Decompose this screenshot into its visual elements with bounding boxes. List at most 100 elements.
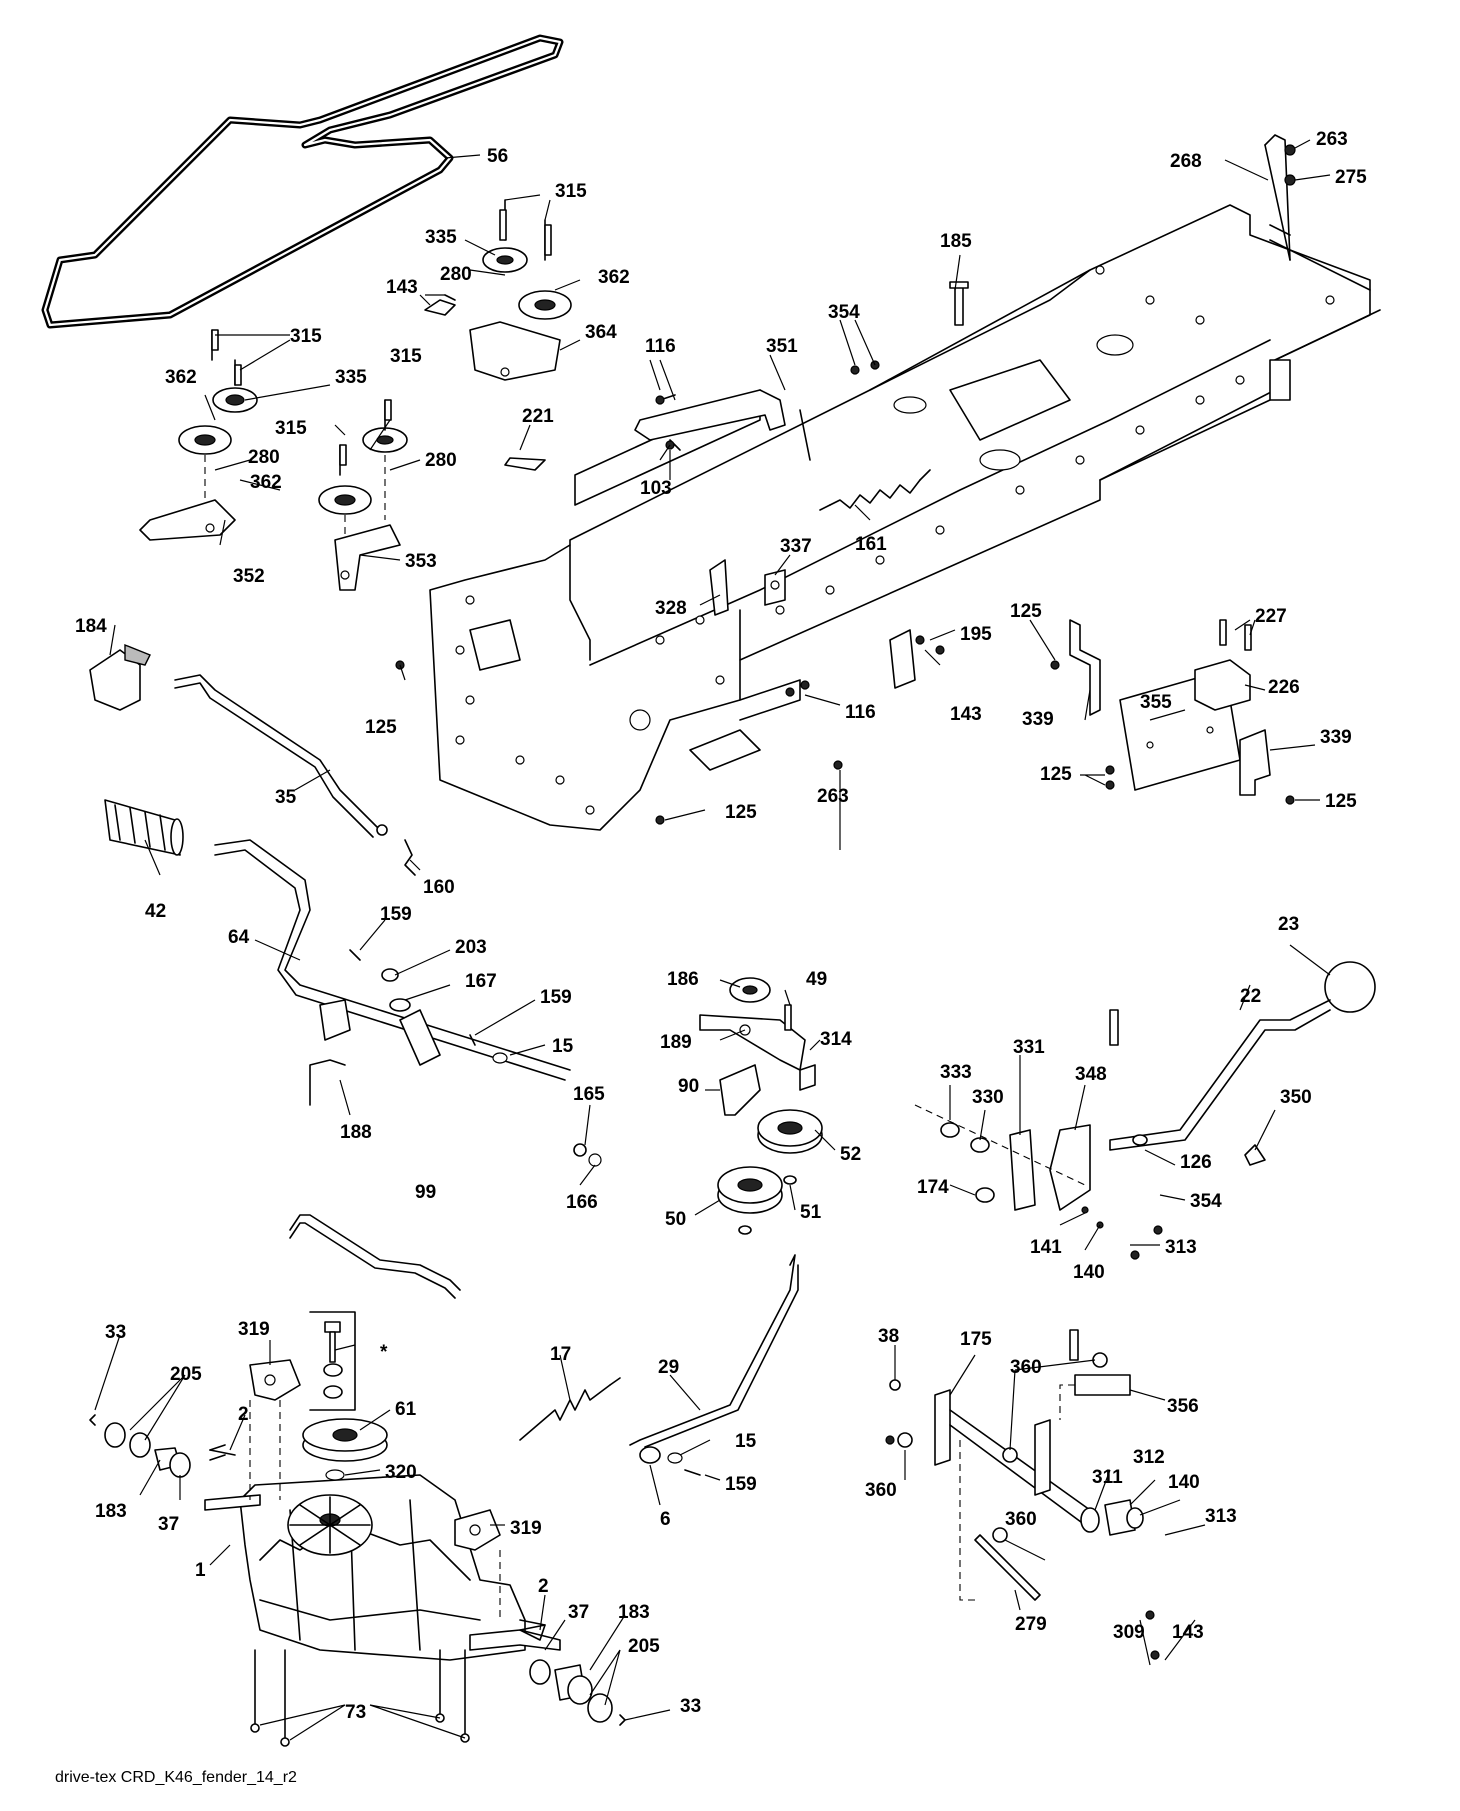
callout-50: 50 — [665, 1209, 686, 1230]
callout-175: 175 — [960, 1329, 992, 1350]
callout-205: 205 — [628, 1636, 660, 1657]
bolts — [211, 144, 1296, 1660]
callout-42: 42 — [145, 901, 166, 922]
callout-351: 351 — [766, 336, 798, 357]
callout-61: 61 — [395, 1399, 417, 1420]
callout-174: 174 — [917, 1177, 949, 1198]
callout-183: 183 — [618, 1602, 650, 1623]
callout-280: 280 — [425, 450, 457, 471]
pulley-group-center — [424, 199, 572, 381]
callout-356: 356 — [1167, 1396, 1199, 1417]
callout-360: 360 — [1005, 1509, 1037, 1530]
callout-280: 280 — [248, 447, 280, 468]
frame-holes — [455, 265, 1335, 815]
callout-319: 319 — [238, 1319, 270, 1340]
callout-350: 350 — [1280, 1087, 1312, 1108]
callout-186: 186 — [667, 969, 699, 990]
callout-51: 51 — [800, 1202, 822, 1223]
transmission — [204, 1359, 561, 1747]
callout-103: 103 — [640, 478, 672, 499]
callout-268: 268 — [1170, 151, 1202, 172]
callout-labels: 56 315 335 280 362 143 364 315 362 335 3… — [75, 129, 1367, 1723]
callout-195: 195 — [960, 624, 992, 645]
callout-184: 184 — [75, 616, 107, 637]
cotter-pin — [504, 457, 546, 471]
callout-37: 37 — [158, 1514, 179, 1535]
callout-33: 33 — [105, 1322, 126, 1343]
callout-189: 189 — [660, 1032, 692, 1053]
diagram-caption: drive-tex CRD_K46_fender_14_r2 — [55, 1769, 297, 1786]
callout-17: 17 — [550, 1344, 571, 1365]
callout-263: 263 — [1316, 129, 1348, 150]
callout-331: 331 — [1013, 1037, 1045, 1058]
callout-263: 263 — [817, 786, 849, 807]
clips-washers — [349, 949, 508, 1064]
callout-33: 33 — [680, 1696, 701, 1717]
callout-339: 339 — [1022, 709, 1054, 730]
chassis-frame — [429, 204, 1381, 831]
callout-337: 337 — [780, 536, 812, 557]
pedal-cover — [89, 643, 151, 711]
callout-116: 116 — [845, 702, 876, 723]
callout-226: 226 — [1268, 677, 1300, 698]
callout-64: 64 — [228, 927, 250, 948]
callout-29: 29 — [658, 1357, 679, 1378]
brake-shaft — [889, 1352, 1144, 1601]
callout-335: 335 — [425, 227, 457, 248]
drive-belt — [41, 34, 564, 329]
callout-159: 159 — [540, 987, 572, 1008]
callout-183: 183 — [95, 1501, 127, 1522]
rod-35 — [174, 674, 416, 876]
callout-315: 315 — [555, 181, 587, 202]
callout-35: 35 — [275, 787, 297, 808]
hitch-brackets — [1069, 619, 1271, 796]
callout-339: 339 — [1320, 727, 1352, 748]
tension-spring — [819, 469, 931, 511]
callout-159: 159 — [725, 1474, 757, 1495]
callout-159: 159 — [380, 904, 412, 925]
callout-355: 355 — [1140, 692, 1172, 713]
callout-185: 185 — [940, 231, 972, 252]
callout-364: 364 — [585, 322, 617, 343]
callout-125: 125 — [365, 717, 397, 738]
callout-315: 315 — [390, 346, 422, 367]
callout-362: 362 — [165, 367, 197, 388]
callout-37: 37 — [568, 1602, 589, 1623]
callout-328: 328 — [655, 598, 687, 619]
callout-203: 203 — [455, 937, 487, 958]
callout-141: 141 — [1030, 1237, 1062, 1258]
callout-116: 116 — [645, 336, 676, 357]
callout-227: 227 — [1255, 606, 1287, 627]
pedal-grip — [104, 799, 184, 856]
callout-315: 315 — [275, 418, 307, 439]
leader-lines — [94, 139, 1331, 1741]
callout-309: 309 — [1113, 1622, 1145, 1643]
hitch-pin — [1264, 134, 1291, 261]
brake-bracket — [709, 559, 916, 689]
callout-311: 311 — [1092, 1467, 1123, 1488]
mounting-bolts — [250, 1649, 470, 1747]
callout-52: 52 — [840, 1144, 861, 1165]
callout-221: 221 — [522, 406, 554, 427]
callout-15: 15 — [735, 1431, 757, 1452]
callout-23: 23 — [1278, 914, 1299, 935]
callout-362: 362 — [598, 267, 630, 288]
callout-319: 319 — [510, 1518, 542, 1539]
callout-352: 352 — [233, 566, 265, 587]
callout-166: 166 — [566, 1192, 598, 1213]
callout-330: 330 — [972, 1087, 1004, 1108]
callout-320: 320 — [385, 1462, 417, 1483]
callout-22: 22 — [1240, 986, 1261, 1007]
callout-125: 125 — [1325, 791, 1357, 812]
callout-353: 353 — [405, 551, 437, 572]
rod-99 — [289, 1214, 461, 1299]
callout-360: 360 — [865, 1480, 897, 1501]
callout-143: 143 — [950, 704, 982, 725]
callout-49: 49 — [806, 969, 827, 990]
callout-333: 333 — [940, 1062, 972, 1083]
spring-17 — [519, 1377, 621, 1441]
callout-2: 2 — [238, 1404, 249, 1425]
callout-354: 354 — [1190, 1191, 1222, 1212]
callout-125: 125 — [725, 802, 757, 823]
